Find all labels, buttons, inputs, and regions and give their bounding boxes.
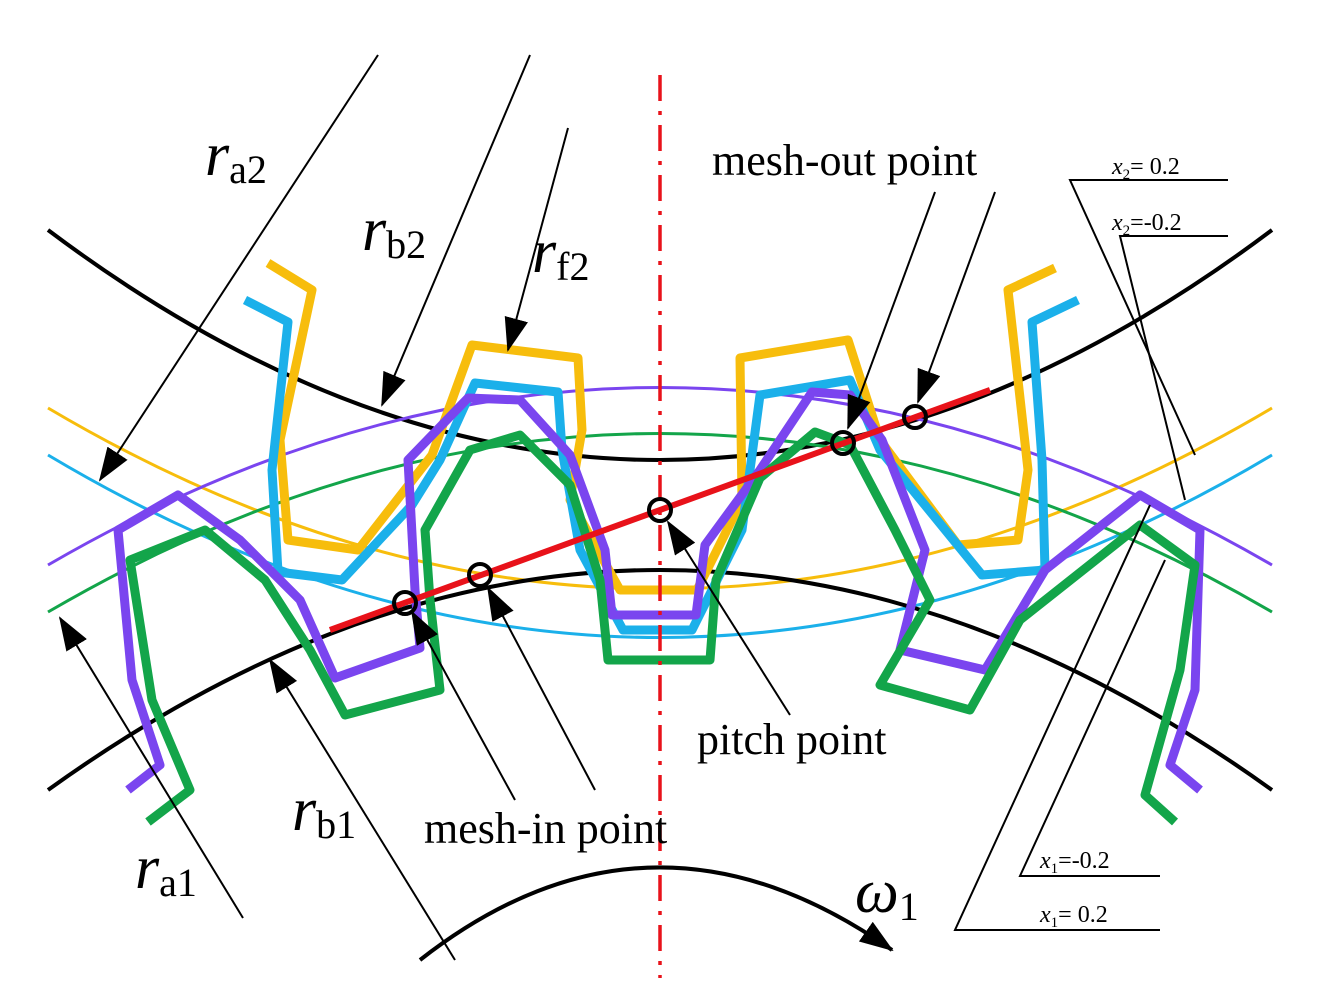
rotation-arrow bbox=[418, 865, 894, 962]
mesh-out-circle-2 bbox=[902, 404, 928, 430]
rf2-leader bbox=[504, 127, 569, 352]
rb1-leader bbox=[268, 658, 456, 961]
rb2-leader bbox=[381, 54, 531, 407]
gear1-base-circle bbox=[46, 568, 1274, 792]
line-of-action bbox=[328, 387, 992, 633]
mesh-in-circle-2 bbox=[467, 562, 493, 588]
gear1-teeth-x-pos bbox=[125, 427, 1200, 826]
pitch-point-circle bbox=[647, 497, 673, 523]
ra1-leader bbox=[58, 616, 244, 919]
ra1-label: ra1 bbox=[135, 834, 197, 905]
x2-neg-label: x2=-0.2 bbox=[1111, 210, 1182, 239]
mesh-in-leader-2 bbox=[487, 586, 596, 791]
mesh-out-circle-1 bbox=[830, 430, 856, 456]
mesh-out-label: mesh-out point bbox=[712, 136, 977, 185]
ra2-label: ra2 bbox=[205, 121, 267, 192]
rf2-label: rf2 bbox=[532, 218, 589, 289]
x2-neg-leader bbox=[1118, 235, 1228, 501]
mesh-out-leader-2 bbox=[917, 191, 996, 404]
mesh-in-leader-1 bbox=[411, 610, 516, 801]
omega-label: ω1 bbox=[855, 858, 919, 929]
x1-pos-leader bbox=[953, 504, 1160, 931]
mesh-in-label: mesh-in point bbox=[424, 804, 667, 853]
x2-pos-leader bbox=[1068, 179, 1228, 456]
x1-pos-label: x1= 0.2 bbox=[1039, 902, 1108, 931]
ra2-leader bbox=[98, 54, 379, 482]
mesh-in-circle-1 bbox=[392, 590, 418, 616]
rb1-label: rb1 bbox=[292, 776, 356, 847]
gear2-addendum-circle bbox=[46, 228, 1274, 462]
rb2-label: rb2 bbox=[362, 196, 426, 267]
x1-neg-leader bbox=[1018, 559, 1166, 877]
pitch-leader bbox=[666, 520, 791, 716]
gear2-teeth-x-pos bbox=[265, 259, 1057, 595]
gear1-teeth-x-neg bbox=[113, 387, 1205, 794]
mesh-out-leader-1 bbox=[847, 191, 936, 430]
pitch-point-label: pitch point bbox=[697, 715, 886, 764]
x2-pos-label: x2= 0.2 bbox=[1111, 154, 1180, 183]
x1-neg-label: x1=-0.2 bbox=[1039, 848, 1110, 877]
